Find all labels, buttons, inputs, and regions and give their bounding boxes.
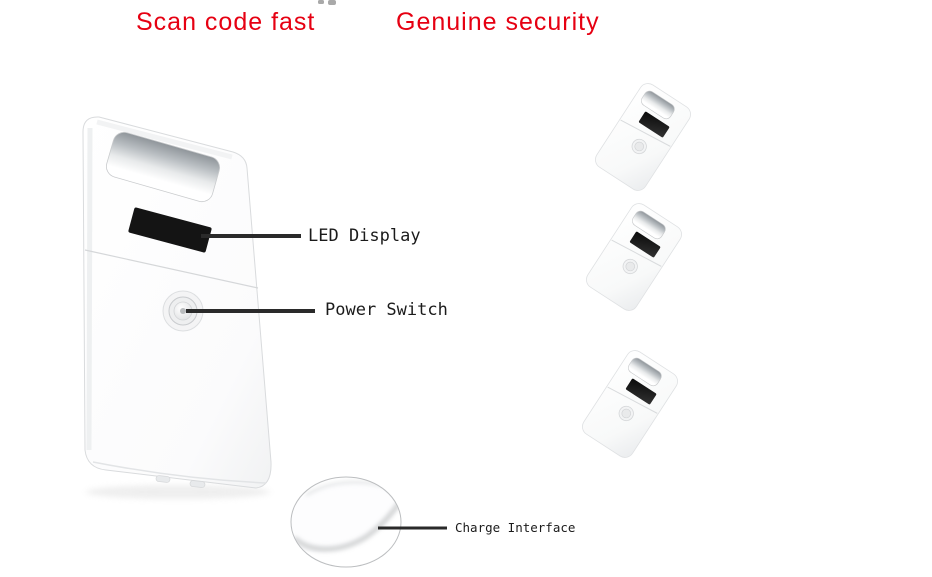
led-display-screen	[128, 207, 212, 253]
charge-interface-magnifier	[290, 476, 402, 568]
left-edge-bevel	[86, 127, 93, 451]
mini-scanner-device-1	[591, 79, 695, 195]
magnified-corner-shadow	[292, 500, 401, 552]
handle-cutout	[105, 131, 221, 203]
label-charge-interface: Charge Interface	[455, 520, 576, 535]
main-device-shadow	[86, 485, 270, 499]
label-power-switch: Power Switch	[325, 300, 448, 320]
top-edge-bevel	[96, 119, 233, 160]
label-led-display: LED Display	[308, 226, 421, 246]
heading-genuine-security: Genuine security	[396, 8, 600, 36]
cropped-artifact	[318, 0, 336, 5]
bottom-face-edge	[92, 461, 267, 484]
magnified-device-corner	[291, 481, 401, 552]
main-scanner-device	[82, 116, 272, 489]
power-switch-button	[162, 290, 204, 332]
heading-scan-code-fast: Scan code fast	[136, 8, 316, 36]
device-seam-line	[84, 249, 259, 289]
charge-port-notch	[155, 475, 206, 488]
mini-scanner-device-2	[582, 199, 686, 315]
mini-scanner-device-3	[578, 346, 682, 462]
magnifier-ring	[290, 476, 402, 568]
